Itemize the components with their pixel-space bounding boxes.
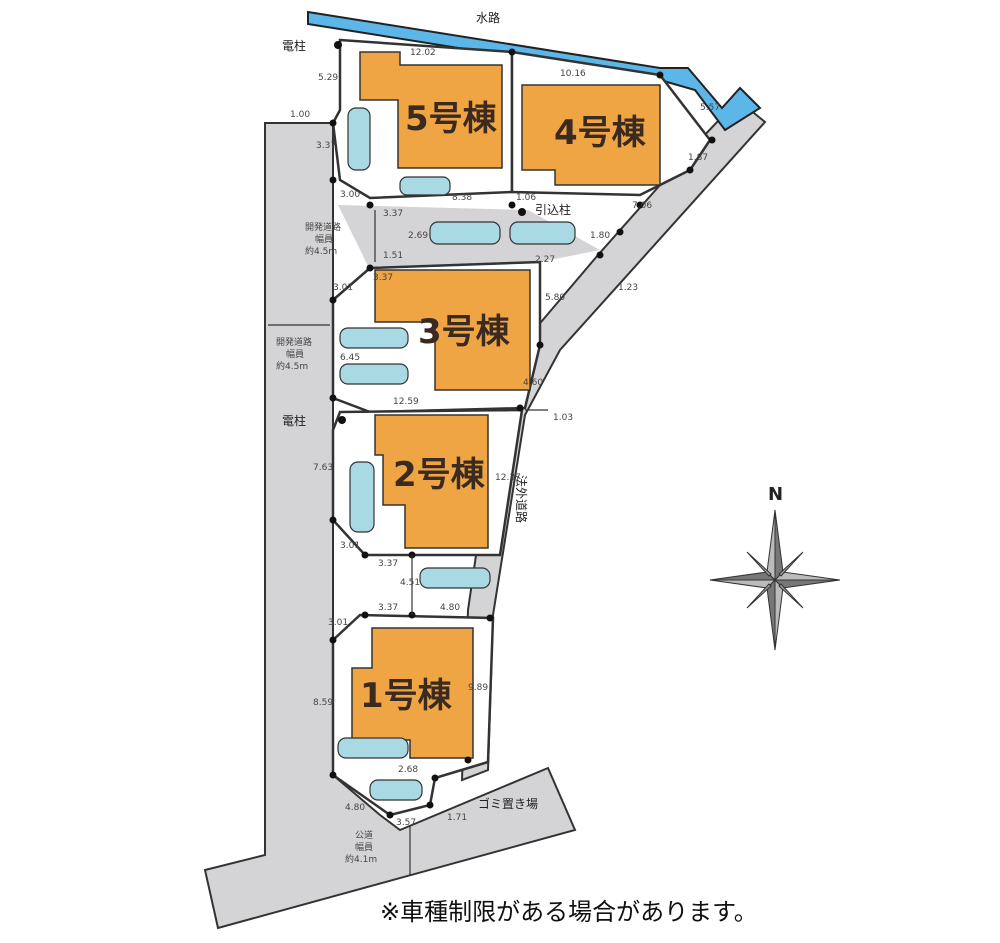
slope-road-label: 法外道路 (514, 475, 529, 523)
dim-label: 3.37 (316, 141, 336, 151)
dim-label: 2.69 (408, 231, 428, 241)
dim-label: 5.29 (318, 73, 338, 83)
car-2b (419, 567, 491, 589)
dim-label: 4.80 (440, 603, 460, 613)
waterway-label: 水路 (476, 10, 500, 25)
house-2 (374, 414, 489, 549)
dim-label: 12.02 (410, 48, 436, 58)
public-road-label: 公道 幅員 約4.1m (345, 829, 377, 865)
dim-label: 8.59 (313, 698, 333, 708)
car-inner-2 (509, 221, 576, 245)
dim-label: 1.80 (590, 231, 610, 241)
car-5a (347, 107, 371, 171)
footer-note: ※車種制限がある場合があります。 (380, 898, 758, 926)
house-1-label: 1号棟 (360, 676, 453, 716)
dim-label: 3.01 (333, 283, 353, 293)
car-5b (399, 176, 451, 196)
dim-label: 6.45 (340, 353, 360, 363)
dim-label: 4.60 (523, 378, 543, 388)
dim-label: 2.68 (398, 765, 418, 775)
dim-label: 4.80 (345, 803, 365, 813)
dim-label: 3.37 (383, 209, 403, 219)
house-4 (521, 84, 661, 186)
house-3-label: 3号棟 (418, 312, 511, 352)
house-5-label: 5号棟 (405, 99, 498, 139)
dim-label: 8.38 (452, 193, 472, 203)
car-inner-1 (429, 221, 501, 245)
dim-label: 9.89 (468, 683, 488, 693)
dim-label: 3.01 (328, 618, 348, 628)
dim-label: 5.57 (700, 103, 720, 113)
car-3b (339, 363, 409, 385)
dim-label: 1.51 (383, 251, 403, 261)
dim-label: 3.37 (378, 603, 398, 613)
dim-label: 3.00 (340, 190, 360, 200)
dim-label: 1.00 (290, 110, 310, 120)
house-5 (359, 51, 503, 169)
house-4-label: 4号棟 (554, 113, 647, 153)
dim-label: 12.59 (393, 397, 419, 407)
dim-label: 3.57 (396, 818, 416, 828)
dim-label: 2.27 (535, 255, 555, 265)
car-2 (349, 461, 375, 533)
dim-label: 4.51 (400, 578, 420, 588)
dim-label: 1.06 (516, 193, 536, 203)
house-2-label: 2号棟 (393, 455, 486, 495)
dim-label: 1.03 (553, 413, 573, 423)
dev-road-1-label: 開発道路 幅員 約4.5m (305, 221, 344, 257)
compass-north-label: N (768, 484, 783, 505)
dim-label: 7.06 (632, 201, 652, 211)
house-1 (351, 627, 474, 759)
service-pole-label: 引込柱 (535, 202, 571, 217)
house-3 (374, 269, 531, 391)
dev-road-2-label: 開発道路 幅員 約4.5m (276, 336, 315, 372)
dim-label: 7.63 (313, 463, 333, 473)
dim-label: 3.37 (378, 559, 398, 569)
dim-label: 1.23 (618, 283, 638, 293)
car-3a (339, 327, 409, 349)
garbage-label: ゴミ置き場 (478, 796, 538, 811)
dim-label: 3.37 (373, 273, 393, 283)
dim-label: 12.37 (495, 473, 521, 483)
dim-label: 10.16 (560, 69, 586, 79)
dim-label: 1.87 (688, 153, 708, 163)
compass-rose-icon (709, 509, 841, 651)
dim-label: 1.71 (447, 813, 467, 823)
car-1b (369, 779, 423, 801)
car-1a (337, 737, 409, 759)
pole-top-label: 電柱 (282, 38, 306, 53)
pole-mid-label: 電柱 (282, 413, 306, 428)
dim-label: 3.01 (340, 541, 360, 551)
dim-label: 5.80 (545, 293, 565, 303)
